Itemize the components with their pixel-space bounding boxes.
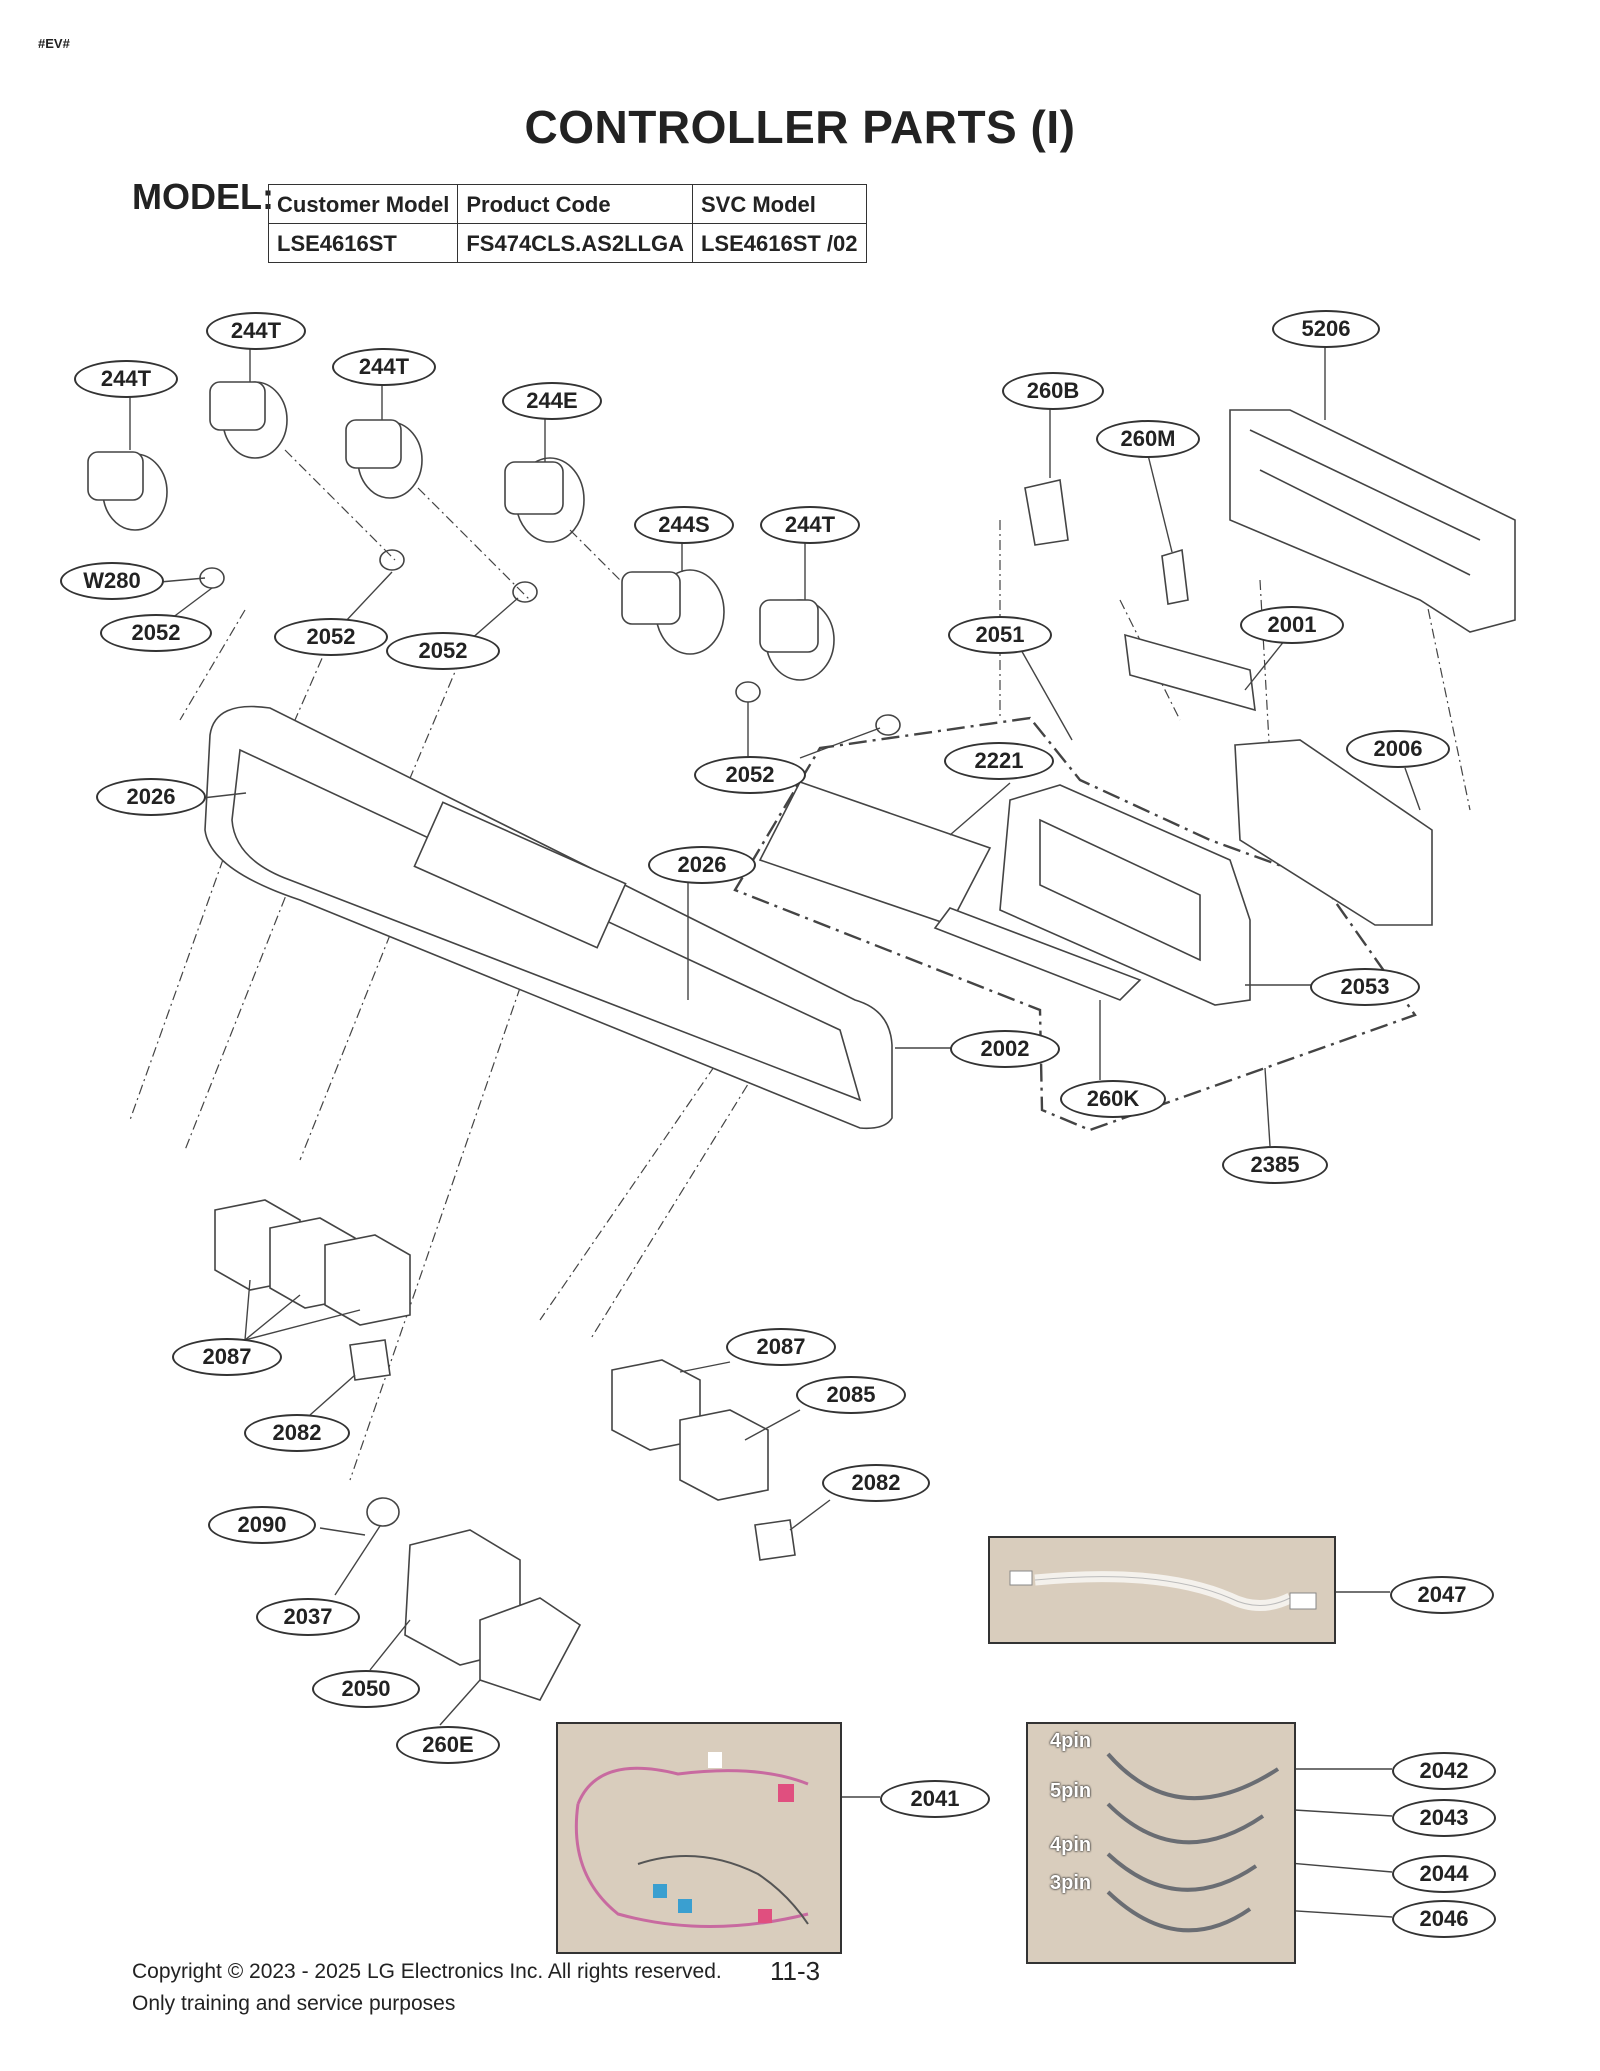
callout-2001: 2001: [1240, 606, 1344, 644]
callout-2082-a: 2082: [244, 1414, 350, 1452]
knob-244T-b: [209, 381, 288, 459]
callout-244T-b: 244T: [206, 312, 306, 350]
callout-2006: 2006: [1346, 730, 1450, 768]
callout-2085: 2085: [796, 1376, 906, 1414]
model-table-header-row: Customer Model Product Code SVC Model: [267, 184, 867, 224]
callout-2037: 2037: [256, 1598, 360, 1636]
harness-set-graphic: [1106, 1752, 1280, 1933]
callout-2042: 2042: [1392, 1752, 1496, 1790]
model-table-value-row: LSE4616ST FS474CLS.AS2LLGA LSE4616ST /02: [267, 223, 867, 263]
callout-5206: 5206: [1272, 310, 1380, 348]
purpose-text: Only training and service purposes: [132, 1992, 456, 2015]
model-label: MODEL:: [132, 176, 274, 217]
knob-244T-a: [87, 451, 168, 531]
knob-244E: [504, 457, 585, 543]
callout-2002: 2002: [950, 1030, 1060, 1068]
callout-2046: 2046: [1392, 1900, 1496, 1938]
callout-2090: 2090: [208, 1506, 316, 1544]
value-svc-model: LSE4616ST /02: [691, 223, 867, 263]
callout-260M: 260M: [1096, 420, 1200, 458]
callout-2221: 2221: [944, 742, 1054, 780]
callout-260B: 260B: [1002, 372, 1104, 410]
callout-2052-a: 2052: [100, 614, 212, 652]
callout-260E: 260E: [396, 1726, 500, 1764]
value-customer-model: LSE4616ST: [267, 223, 459, 263]
callout-2041: 2041: [880, 1780, 990, 1818]
pin-label-4: 3pin: [1050, 1872, 1092, 1894]
pin-label-3: 4pin: [1050, 1834, 1092, 1856]
knob-244T-d: [759, 599, 835, 681]
knob-244T-c: [345, 419, 423, 499]
header-product-code: Product Code: [457, 184, 693, 224]
callout-244T-c: 244T: [332, 348, 436, 386]
callout-244T-a: 244T: [74, 360, 178, 398]
pin-label-2: 5pin: [1050, 1780, 1092, 1802]
model-table: Customer Model Product Code SVC Model LS…: [267, 184, 867, 263]
callout-2385: 2385: [1222, 1146, 1328, 1184]
callout-244E: 244E: [502, 382, 602, 420]
callout-W280: W280: [60, 562, 164, 600]
callout-2026-b: 2026: [648, 846, 756, 884]
callout-2051: 2051: [948, 616, 1052, 654]
callout-244S: 244S: [634, 506, 734, 544]
callout-2043: 2043: [1392, 1799, 1496, 1837]
harness-2047-graphic: [1009, 1570, 1317, 1611]
value-product-code: FS474CLS.AS2LLGA: [457, 223, 693, 263]
knob-244S: [621, 569, 725, 655]
callout-260K: 260K: [1060, 1080, 1166, 1118]
photo-harness-2047: [988, 1536, 1336, 1644]
callout-244T-d: 244T: [760, 506, 860, 544]
callout-2050: 2050: [312, 1670, 420, 1708]
pin-label-1: 4pin: [1050, 1730, 1092, 1752]
document-tag: #EV#: [38, 36, 70, 51]
photo-harnesses-2042-2046: 4pin 5pin 4pin 3pin: [1026, 1722, 1296, 1964]
callout-2082-b: 2082: [822, 1464, 930, 1502]
photo-harness-2041: [556, 1722, 842, 1954]
callout-2044: 2044: [1392, 1855, 1496, 1893]
callout-2052-c: 2052: [386, 632, 500, 670]
header-customer-model: Customer Model: [267, 184, 459, 224]
callout-2053: 2053: [1310, 968, 1420, 1006]
copyright-text: Copyright © 2023 - 2025 LG Electronics I…: [132, 1960, 722, 1983]
header-svc-model: SVC Model: [691, 184, 867, 224]
harness-2041-graphic: [574, 1752, 809, 1928]
page-title: CONTROLLER PARTS (I): [524, 101, 1076, 153]
callout-2087-a: 2087: [172, 1338, 282, 1376]
callout-2026-a: 2026: [96, 778, 206, 816]
page-number: 11-3: [770, 1956, 821, 1986]
callout-2047: 2047: [1390, 1576, 1494, 1614]
footer: Copyright © 2023 - 2025 LG Electronics I…: [132, 1956, 722, 2020]
callout-2052-b: 2052: [274, 618, 388, 656]
callout-2052-d: 2052: [694, 756, 806, 794]
callout-2087-b: 2087: [726, 1328, 836, 1366]
